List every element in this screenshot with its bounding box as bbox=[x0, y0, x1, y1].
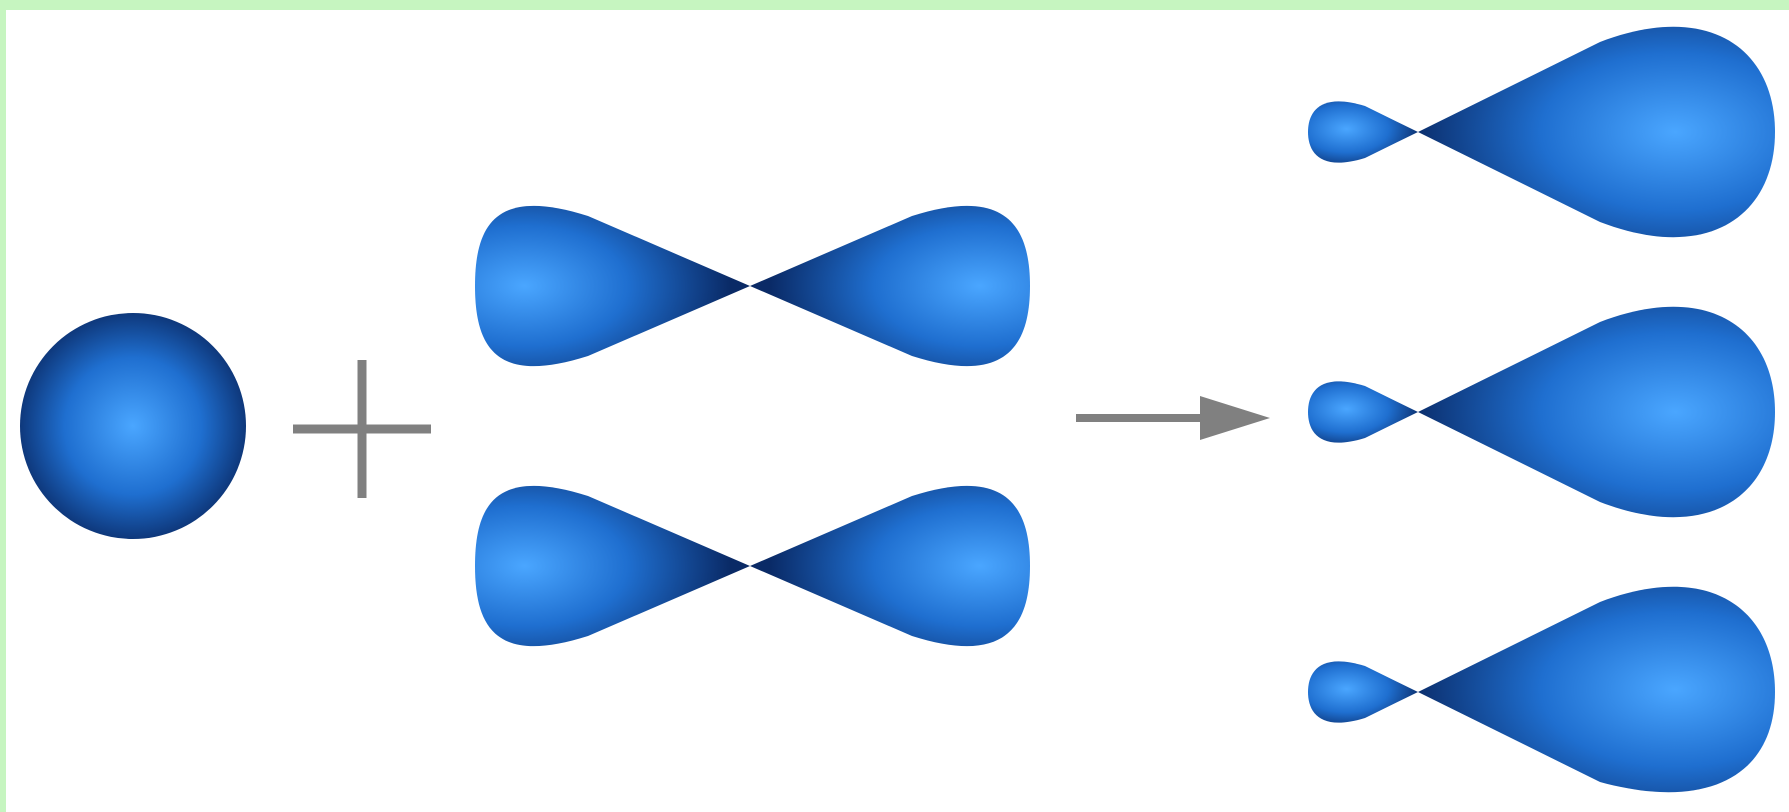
hybrid-1-small-lobe bbox=[1308, 101, 1418, 163]
p-orbital-upper-left-lobe bbox=[475, 205, 750, 367]
sp2-hybrid-orbital-3 bbox=[1308, 586, 1775, 793]
p-orbital-lower-left-lobe bbox=[475, 485, 750, 647]
s-orbital-sphere bbox=[20, 313, 246, 539]
left-border bbox=[0, 0, 6, 812]
hybrid-2-small-lobe bbox=[1308, 381, 1418, 443]
hybrid-3-large-lobe bbox=[1418, 586, 1775, 793]
p-orbital-upper-right-lobe bbox=[750, 205, 1030, 367]
p-orbital-lower-right-lobe bbox=[750, 485, 1030, 647]
hybrid-1-large-lobe bbox=[1418, 26, 1775, 238]
hybrid-3-small-lobe bbox=[1308, 661, 1418, 723]
sp2-hybrid-orbital-1 bbox=[1308, 26, 1775, 238]
plus-icon bbox=[293, 360, 431, 498]
arrow-right-icon bbox=[1076, 396, 1270, 440]
p-orbital-lower bbox=[475, 485, 1030, 647]
top-border bbox=[0, 0, 1789, 10]
hybrid-2-large-lobe bbox=[1418, 306, 1775, 518]
sp2-hybrid-orbital-2 bbox=[1308, 306, 1775, 518]
p-orbital-upper bbox=[475, 205, 1030, 367]
